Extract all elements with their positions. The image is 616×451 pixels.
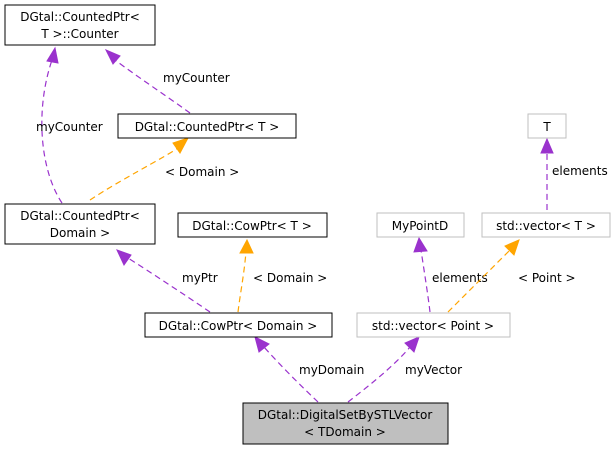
edge-label-domain-template-bottom: < Domain > — [253, 271, 327, 285]
edge-arrowhead — [540, 137, 554, 154]
node-counted-ptr-t[interactable]: DGtal::CountedPtr< T > — [117, 113, 297, 139]
node-counted-ptr-counter-line2: T >::Counter — [40, 27, 118, 41]
node-my-point-d-label: MyPointD — [392, 219, 449, 233]
node-cow-ptr-domain[interactable]: DGtal::CowPtr< Domain > — [144, 312, 333, 338]
node-cow-ptr-domain-label: DGtal::CowPtr< Domain > — [159, 319, 318, 333]
edge-label-my-vector: myVector — [405, 363, 462, 377]
node-my-point-d[interactable]: MyPointD — [376, 212, 465, 238]
node-std-vector-t-label: std::vector< T > — [496, 219, 596, 233]
edge-vector-point-to-mypointd — [420, 249, 431, 313]
edge-arrowhead — [46, 46, 59, 64]
node-cow-ptr-t-label: DGtal::CowPtr< T > — [192, 219, 312, 233]
edge-counted-ptr-domain-to-counted-ptr-t — [89, 147, 179, 201]
node-t-label: T — [542, 120, 551, 134]
node-digital-set-line2: < TDomain > — [304, 425, 386, 439]
edge-label-elements-bottom: elements — [432, 271, 488, 285]
edge-counted-ptr-domain-to-counter — [41, 59, 63, 204]
edge-label-my-domain: myDomain — [299, 363, 364, 377]
node-t[interactable]: T — [527, 113, 567, 139]
edge-label-elements-top: elements — [552, 164, 608, 178]
edge-arrowhead — [504, 239, 520, 256]
node-counted-ptr-domain-line1: DGtal::CountedPtr< — [20, 209, 140, 223]
edge-arrowhead — [104, 49, 121, 65]
edge-cow-ptr-domain-to-cow-ptr-t — [237, 251, 247, 313]
edge-label-domain-template-top: < Domain > — [165, 165, 239, 179]
node-std-vector-point-label: std::vector< Point > — [372, 319, 494, 333]
node-cow-ptr-t[interactable]: DGtal::CowPtr< T > — [177, 212, 328, 238]
edge-digital-set-to-cow-ptr-domain — [263, 346, 319, 403]
node-std-vector-t[interactable]: std::vector< T > — [481, 212, 611, 238]
edge-label-point-template: < Point > — [518, 271, 576, 285]
node-counted-ptr-domain[interactable]: DGtal::CountedPtr< Domain > — [4, 203, 156, 245]
node-counted-ptr-counter-line1: DGtal::CountedPtr< — [20, 10, 140, 24]
edge-label-my-ptr: myPtr — [182, 271, 218, 285]
node-digital-set-by-stl-vector[interactable]: DGtal::DigitalSetBySTLVector < TDomain > — [242, 402, 449, 445]
edge-arrowhead — [116, 249, 132, 266]
edge-digital-set-to-vector-point — [347, 346, 411, 403]
edge-label-my-counter-middle: myCounter — [163, 71, 230, 85]
edge-counted-ptr-t-to-counter — [114, 59, 191, 114]
node-counted-ptr-counter[interactable]: DGtal::CountedPtr< T >::Counter — [4, 4, 156, 46]
edge-arrowhead — [239, 238, 254, 254]
edge-label-my-counter-left: myCounter — [36, 120, 103, 134]
edge-arrowhead — [172, 137, 190, 154]
node-digital-set-line1: DGtal::DigitalSetBySTLVector — [258, 408, 433, 422]
edge-arrowhead — [404, 336, 420, 353]
node-std-vector-point[interactable]: std::vector< Point > — [356, 312, 511, 338]
edge-arrowhead — [413, 236, 428, 253]
node-counted-ptr-domain-line2: Domain > — [50, 226, 110, 240]
node-counted-ptr-t-label: DGtal::CountedPtr< T > — [135, 120, 280, 134]
edge-cow-ptr-domain-to-counted-ptr-domain — [127, 257, 211, 313]
edge-arrowhead — [254, 336, 270, 353]
edge-vector-point-to-vector-t — [447, 249, 511, 313]
